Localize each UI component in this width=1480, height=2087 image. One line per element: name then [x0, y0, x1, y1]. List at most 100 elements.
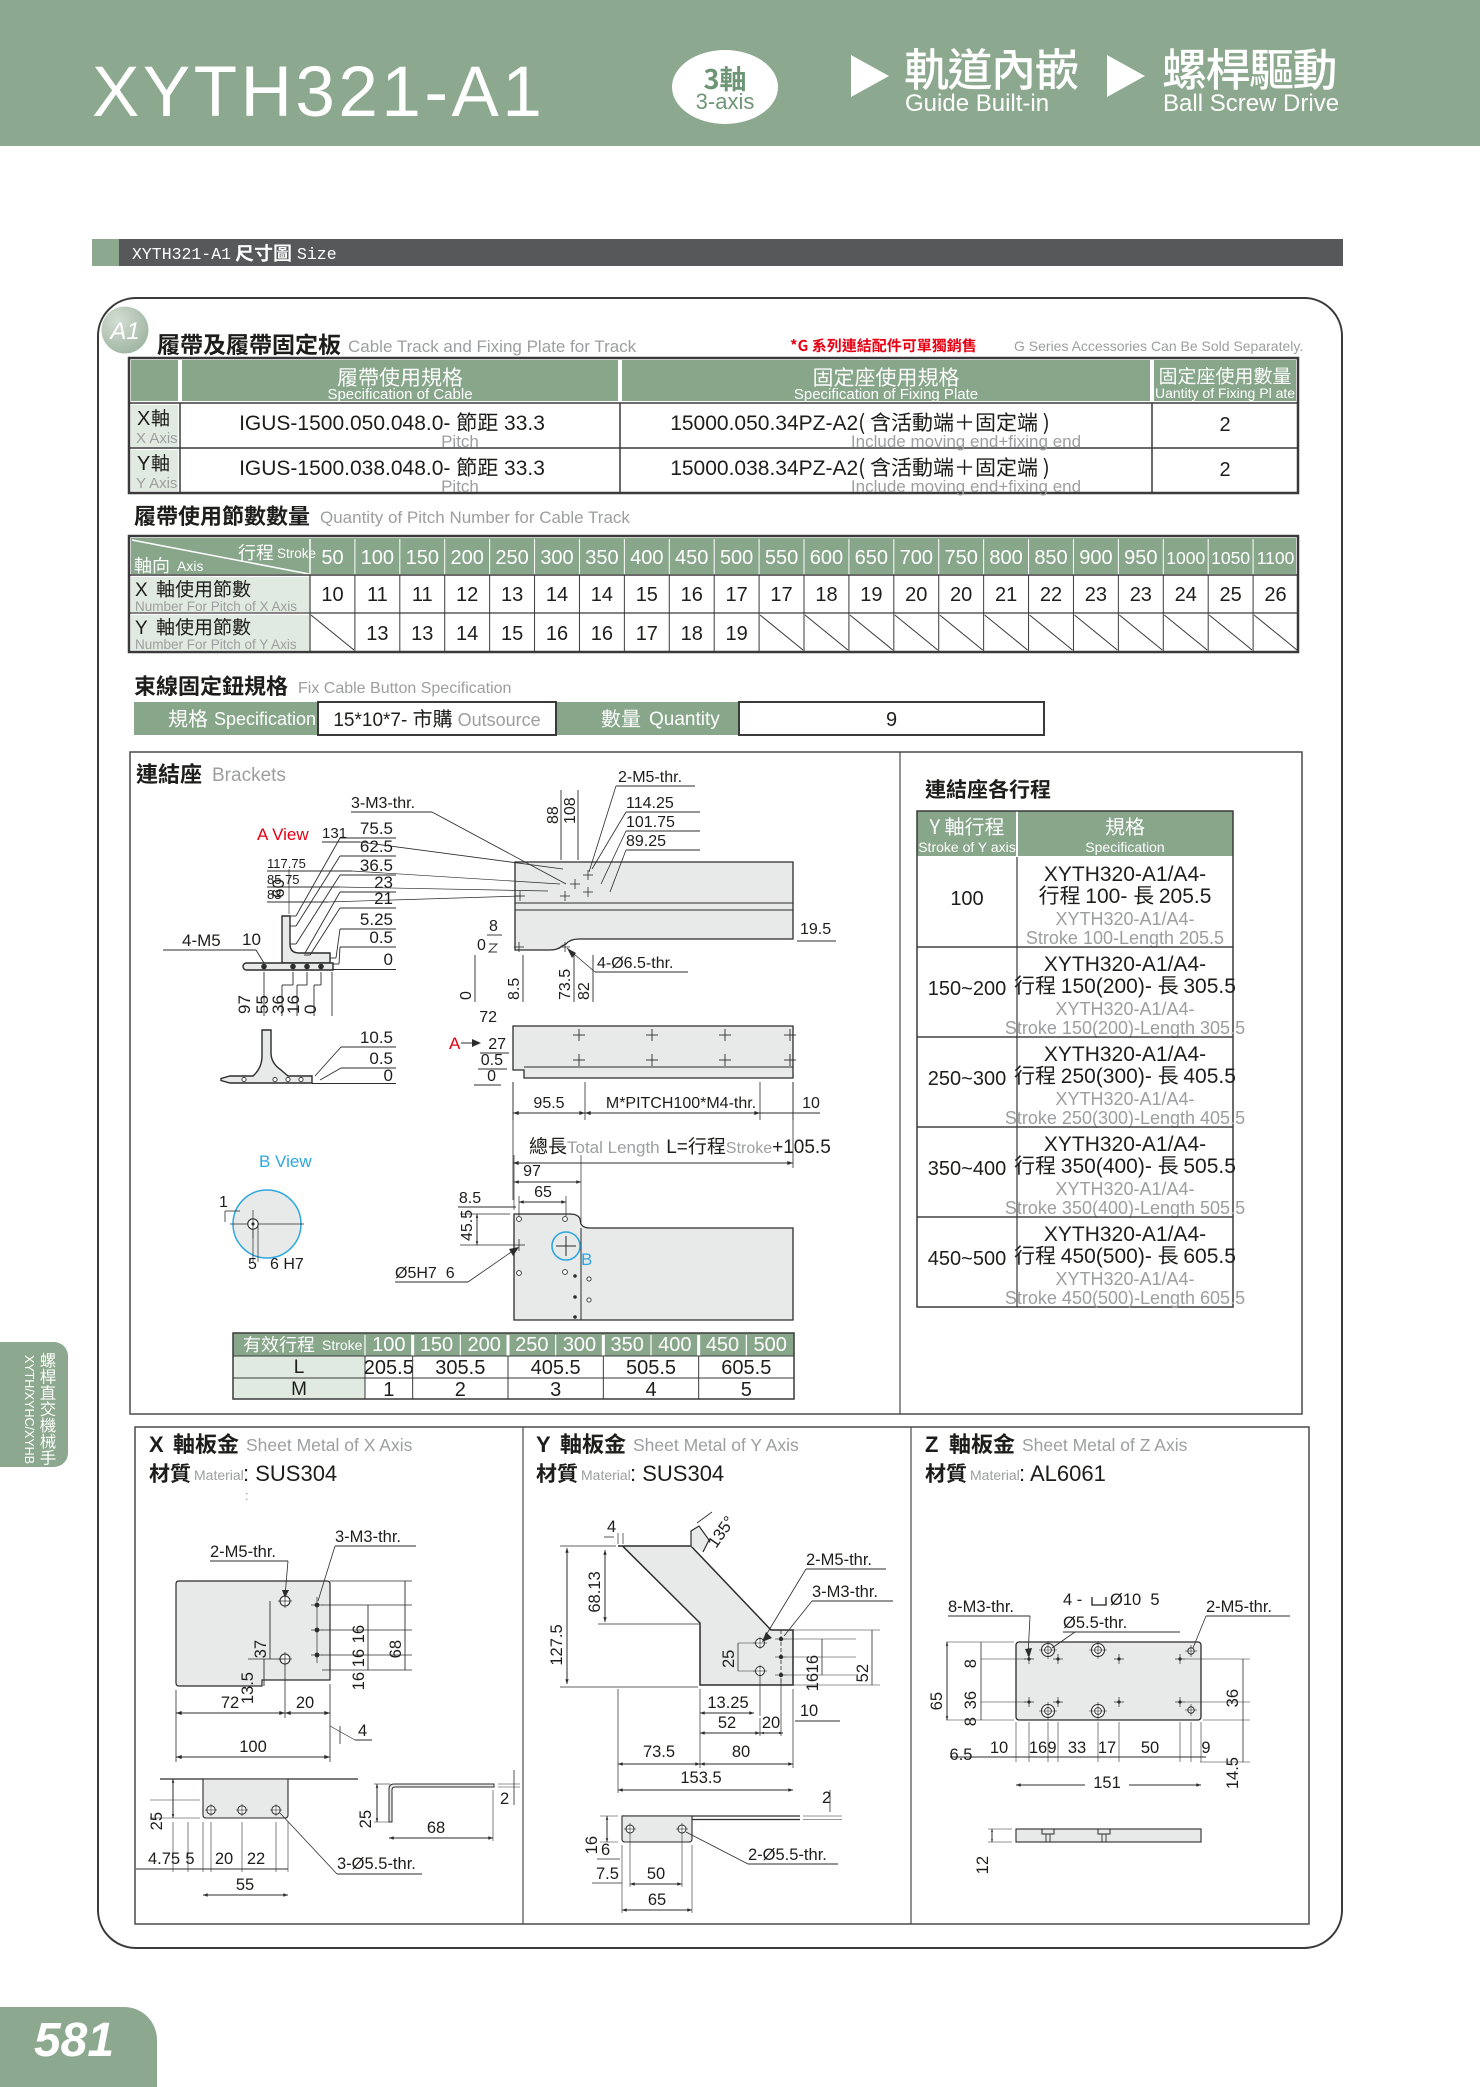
svg-text:8.5: 8.5 [459, 1190, 481, 1207]
svg-text:Uantity of Fixing Pl ate: Uantity of Fixing Pl ate [1155, 385, 1295, 401]
svg-text:2: 2 [1219, 459, 1230, 481]
svg-text:17: 17 [1098, 1739, 1116, 1757]
svg-text:500: 500 [720, 547, 753, 569]
svg-text:Include moving end+fixing end: Include moving end+fixing end [851, 477, 1081, 496]
svg-text:36: 36 [1224, 1689, 1242, 1707]
svg-text:750: 750 [944, 547, 977, 569]
svg-text:108: 108 [562, 797, 579, 824]
svg-text:0: 0 [487, 1068, 496, 1085]
svg-text:45.5: 45.5 [459, 1210, 476, 1241]
svg-text:25: 25 [1220, 584, 1242, 606]
svg-text:95.5: 95.5 [533, 1095, 564, 1112]
svg-text:3-Ø5.5-thr.: 3-Ø5.5-thr. [337, 1855, 416, 1873]
svg-text:Specification: Specification [1085, 839, 1164, 855]
svg-text:250(300)-: 250(300)- [1061, 1065, 1158, 1088]
svg-text:450~500: 450~500 [928, 1248, 1006, 1270]
svg-text:37: 37 [252, 1640, 270, 1658]
svg-text:Stroke: Stroke [277, 546, 316, 561]
svg-text:3-M3-thr.: 3-M3-thr. [351, 795, 415, 812]
svg-text:23: 23 [1085, 584, 1107, 606]
svg-text:Y: Y [137, 453, 150, 475]
svg-text:16: 16 [350, 1625, 368, 1643]
svg-text:19: 19 [860, 584, 882, 606]
svg-text:73.5: 73.5 [557, 969, 574, 1000]
svg-text:10: 10 [800, 1702, 818, 1720]
svg-text:65: 65 [534, 1184, 552, 1201]
svg-text:350: 350 [585, 547, 618, 569]
svg-text:131: 131 [322, 825, 347, 842]
svg-text:10: 10 [990, 1739, 1008, 1757]
svg-text:3-M3-thr.: 3-M3-thr. [812, 1583, 878, 1601]
svg-text:XYTH320-A1/A4-: XYTH320-A1/A4- [1044, 953, 1206, 976]
svg-text:4-Ø6.5-thr.: 4-Ø6.5-thr. [597, 955, 673, 972]
svg-text:16: 16 [681, 584, 703, 606]
svg-text:550: 550 [765, 547, 798, 569]
svg-text:6 H7: 6 H7 [270, 1256, 304, 1273]
svg-text:65: 65 [928, 1692, 946, 1710]
svg-text:5.25: 5.25 [360, 910, 393, 929]
svg-text:605.5: 605.5 [1183, 1245, 1236, 1268]
svg-text:13.5: 13.5 [239, 1672, 257, 1704]
svg-text:22: 22 [1040, 584, 1062, 606]
svg-text:0: 0 [477, 937, 486, 954]
svg-text:450: 450 [675, 547, 708, 569]
svg-text:97: 97 [523, 1163, 541, 1180]
svg-text:650: 650 [855, 547, 888, 569]
svg-text:150: 150 [406, 547, 439, 569]
svg-text:50: 50 [647, 1865, 665, 1883]
svg-text:62.5: 62.5 [360, 837, 393, 856]
svg-text:25: 25 [357, 1810, 375, 1828]
svg-text:: AL6061: : AL6061 [1019, 1461, 1106, 1486]
svg-text:400: 400 [630, 547, 663, 569]
svg-text:36: 36 [269, 995, 288, 1014]
svg-text:23: 23 [1130, 584, 1152, 606]
svg-text:X: X [137, 408, 150, 430]
svg-text:M: M [291, 1379, 307, 1400]
svg-text:114.25: 114.25 [626, 795, 674, 812]
svg-text:2-M5-thr.: 2-M5-thr. [1206, 1598, 1272, 1616]
svg-text::: : [245, 1488, 249, 1503]
svg-text:15000.038.34PZ-A2: 15000.038.34PZ-A2 [670, 457, 858, 480]
svg-text:605.5: 605.5 [721, 1357, 771, 1379]
svg-text:16: 16 [591, 623, 613, 645]
svg-text:27: 27 [488, 1036, 506, 1053]
svg-text:X: X [135, 580, 148, 601]
svg-text:2: 2 [1219, 414, 1230, 436]
svg-text:XYTH321-A1: XYTH321-A1 [132, 245, 231, 264]
svg-text:305.5: 305.5 [1183, 975, 1236, 998]
svg-text:100: 100 [372, 1334, 405, 1356]
svg-text:IGUS-1500.050.048.0-: IGUS-1500.050.048.0- [239, 412, 456, 435]
svg-text:117.75: 117.75 [267, 856, 306, 871]
svg-text:25: 25 [148, 1812, 166, 1830]
svg-text:Ø5H7 6: Ø5H7 6 [395, 1265, 455, 1282]
svg-text:250~300: 250~300 [928, 1068, 1006, 1090]
svg-text:83: 83 [267, 887, 281, 902]
svg-text:L: L [294, 1357, 305, 1378]
svg-text:XYTH320-A1/A4-: XYTH320-A1/A4- [1055, 909, 1194, 929]
svg-text:23: 23 [374, 873, 393, 892]
svg-text:72: 72 [479, 1009, 497, 1026]
svg-text:900: 900 [1079, 547, 1112, 569]
svg-text:36: 36 [962, 1691, 980, 1709]
svg-text:9: 9 [886, 709, 897, 731]
svg-text:65: 65 [648, 1891, 666, 1909]
svg-text:Pitch: Pitch [441, 477, 479, 496]
svg-text:4: 4 [358, 1722, 367, 1740]
svg-text:Axis: Axis [177, 558, 203, 574]
svg-text:85.75: 85.75 [267, 872, 300, 887]
svg-text:7.5: 7.5 [596, 1865, 619, 1883]
svg-text:505.5: 505.5 [1183, 1155, 1236, 1178]
svg-text:581: 581 [34, 2014, 114, 2067]
svg-text:G Series Accessories Can Be So: G Series Accessories Can Be Sold Separat… [1014, 338, 1303, 354]
svg-text:89.25: 89.25 [626, 833, 666, 850]
svg-text:8-M3-thr.: 8-M3-thr. [948, 1598, 1014, 1616]
svg-text:Fix Cable Button Specification: Fix Cable Button Specification [298, 680, 511, 697]
svg-text:13: 13 [366, 623, 388, 645]
svg-text:4: 4 [607, 1518, 616, 1536]
svg-text:300: 300 [540, 547, 573, 569]
svg-text:205.5: 205.5 [364, 1357, 414, 1379]
svg-text:5: 5 [741, 1379, 752, 1401]
svg-text:Quantity of Pitch Number for C: Quantity of Pitch Number for Cable Track [320, 508, 630, 527]
svg-text:2: 2 [500, 1790, 509, 1808]
svg-text:153.5: 153.5 [680, 1769, 721, 1787]
